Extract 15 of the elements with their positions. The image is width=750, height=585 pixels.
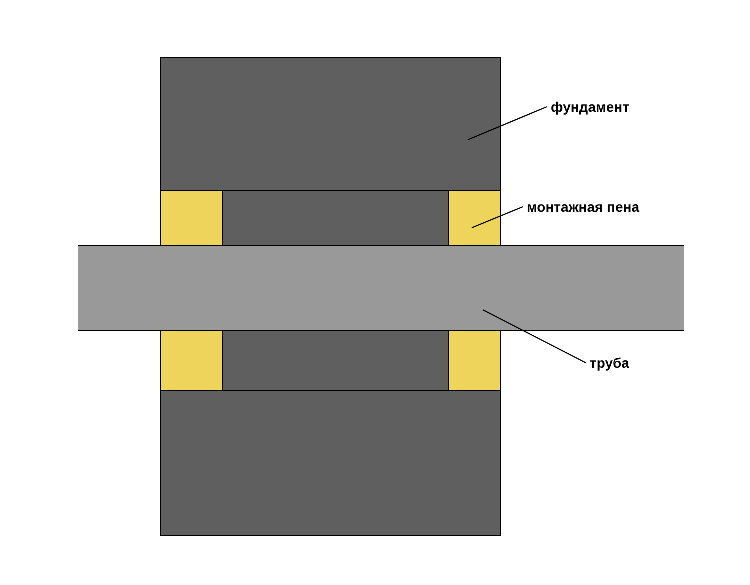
part-label: труба [590, 355, 630, 371]
part-label: монтажная пена [527, 199, 640, 215]
part-label: фундамент [551, 99, 630, 115]
foundation-block [160, 57, 501, 191]
sleeve-section [222, 330, 449, 391]
foam-block [448, 190, 501, 246]
leader-line [468, 106, 548, 141]
foam-block [160, 330, 223, 391]
foundation-block [160, 390, 501, 536]
sleeve-section [222, 190, 449, 246]
foam-block [448, 330, 501, 391]
leader-line [472, 206, 524, 229]
pipe-bar [78, 245, 684, 331]
leader-line [482, 309, 586, 364]
foam-block [160, 190, 223, 246]
